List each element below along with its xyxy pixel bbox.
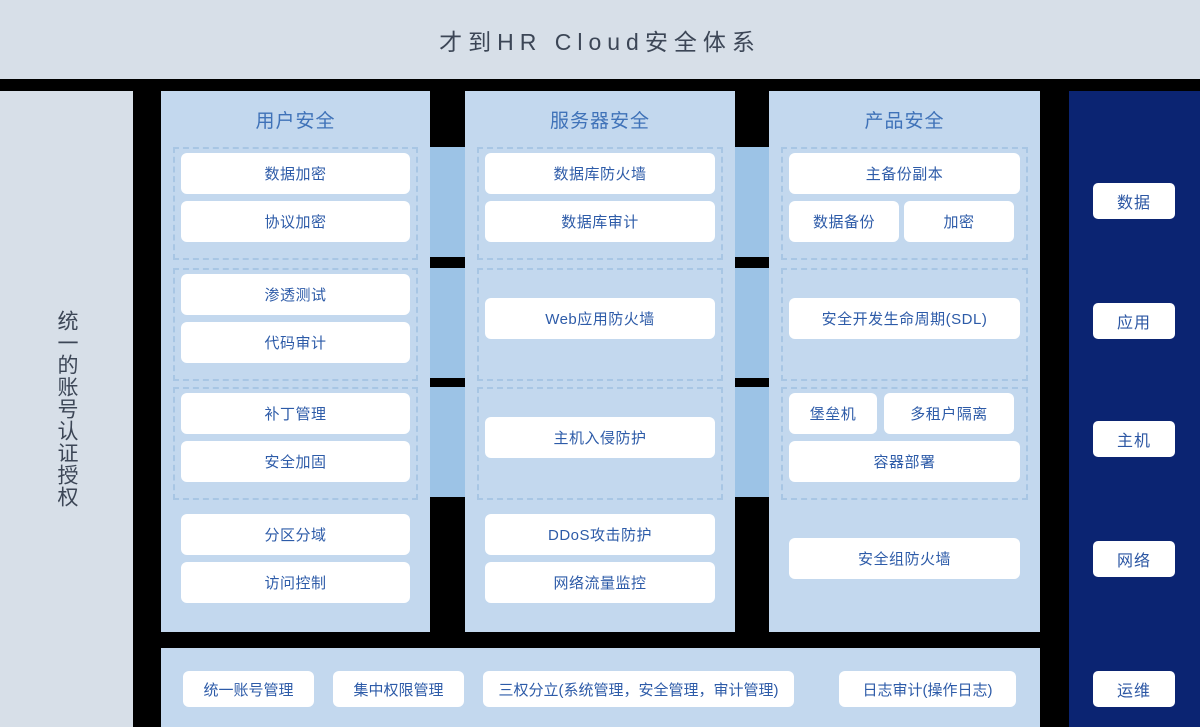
item-chip[interactable]: 主备份副本 xyxy=(789,153,1020,194)
item-chip[interactable]: 网络流量监控 xyxy=(485,562,715,603)
item-chip[interactable]: 补丁管理 xyxy=(181,393,410,434)
group-box-product-security-1: 安全开发生命周期(SDL) xyxy=(781,268,1028,381)
layer-chip-4[interactable]: 运维 xyxy=(1093,671,1175,707)
column-bridge-0-1 xyxy=(430,268,465,378)
group-box-product-security-3: 安全组防火墙 xyxy=(781,508,1028,621)
group-box-server-security-2: 主机入侵防护 xyxy=(477,387,723,500)
column-user-security: 用户安全数据加密协议加密渗透测试代码审计补丁管理安全加固分区分域访问控制 xyxy=(161,91,430,632)
item-chip[interactable]: 数据加密 xyxy=(181,153,410,194)
group-box-server-security-3: DDoS攻击防护网络流量监控 xyxy=(477,508,723,621)
group-box-server-security-0: 数据库防火墙数据库审计 xyxy=(477,147,723,260)
item-chip[interactable]: 多租户隔离 xyxy=(884,393,1014,434)
layer-chip-0[interactable]: 数据 xyxy=(1093,183,1175,219)
layer-chip-1[interactable]: 应用 xyxy=(1093,303,1175,339)
column-title-user-security: 用户安全 xyxy=(255,110,336,132)
column-server-security: 服务器安全数据库防火墙数据库审计 Web应用防火墙主机入侵防护 DDoS攻击防护网络… xyxy=(465,91,735,632)
item-chip[interactable]: Web应用防火墙 xyxy=(485,298,715,339)
column-bridge-0-2 xyxy=(430,387,465,497)
item-chip[interactable]: 主机入侵防护 xyxy=(485,417,715,458)
title-band: 才到HR Cloud安全体系 xyxy=(0,0,1200,79)
item-chip[interactable]: 加密 xyxy=(904,201,1014,242)
item-chip[interactable]: 分区分域 xyxy=(181,514,410,555)
item-chip[interactable]: 容器部署 xyxy=(789,441,1020,482)
group-box-server-security-1: Web应用防火墙 xyxy=(477,268,723,381)
layer-chip-2[interactable]: 主机 xyxy=(1093,421,1175,457)
governance-chip-0[interactable]: 统一账号管理 xyxy=(183,671,314,707)
group-box-user-security-2: 补丁管理安全加固 xyxy=(173,387,418,500)
item-chip[interactable]: 数据库防火墙 xyxy=(485,153,715,194)
item-chip[interactable]: 安全组防火墙 xyxy=(789,538,1020,579)
page-title: 才到HR Cloud安全体系 xyxy=(439,28,761,55)
item-chip[interactable]: 安全开发生命周期(SDL) xyxy=(789,298,1020,339)
governance-chip-2[interactable]: 三权分立(系统管理，安全管理，审计管理) xyxy=(483,671,794,707)
group-box-user-security-0: 数据加密协议加密 xyxy=(173,147,418,260)
column-title-server-security: 服务器安全 xyxy=(549,110,650,132)
column-bridge-1-2 xyxy=(735,387,769,497)
column-bridge-1-1 xyxy=(735,268,769,378)
group-box-user-security-1: 渗透测试代码审计 xyxy=(173,268,418,381)
item-chip[interactable]: 代码审计 xyxy=(181,322,410,363)
item-chip[interactable]: 渗透测试 xyxy=(181,274,410,315)
item-chip[interactable]: 数据库审计 xyxy=(485,201,715,242)
right-band-layers: 数据应用主机网络运维 xyxy=(1069,91,1200,727)
column-title-product-security: 产品安全 xyxy=(864,110,945,132)
governance-chip-1[interactable]: 集中权限管理 xyxy=(333,671,464,707)
group-box-product-security-2: 堡垒机多租户隔离容器部署 xyxy=(781,387,1028,500)
item-chip[interactable]: 堡垒机 xyxy=(789,393,877,434)
item-chip[interactable]: 协议加密 xyxy=(181,201,410,242)
column-bridge-1-0 xyxy=(735,147,769,257)
left-band-unified-auth: 统一的账号认证授权 xyxy=(0,91,133,727)
group-box-user-security-3: 分区分域访问控制 xyxy=(173,508,418,621)
item-chip[interactable]: 安全加固 xyxy=(181,441,410,482)
group-box-product-security-0: 主备份副本数据备份加密 xyxy=(781,147,1028,260)
item-chip[interactable]: 数据备份 xyxy=(789,201,899,242)
layer-chip-3[interactable]: 网络 xyxy=(1093,541,1175,577)
governance-chip-3[interactable]: 日志审计(操作日志) xyxy=(839,671,1016,707)
item-chip[interactable]: 访问控制 xyxy=(181,562,410,603)
item-chip[interactable]: DDoS攻击防护 xyxy=(485,514,715,555)
left-band-label: 统一的账号认证授权 xyxy=(55,310,78,508)
column-product-security: 产品安全主备份副本数据备份加密安全开发生命周期(SDL) 堡垒机多租户隔离容器部署… xyxy=(769,91,1040,632)
column-bridge-0-0 xyxy=(430,147,465,257)
bottom-band-account-governance: 统一账号管理集中权限管理三权分立(系统管理，安全管理，审计管理) 日志审计(操作日… xyxy=(161,648,1040,727)
